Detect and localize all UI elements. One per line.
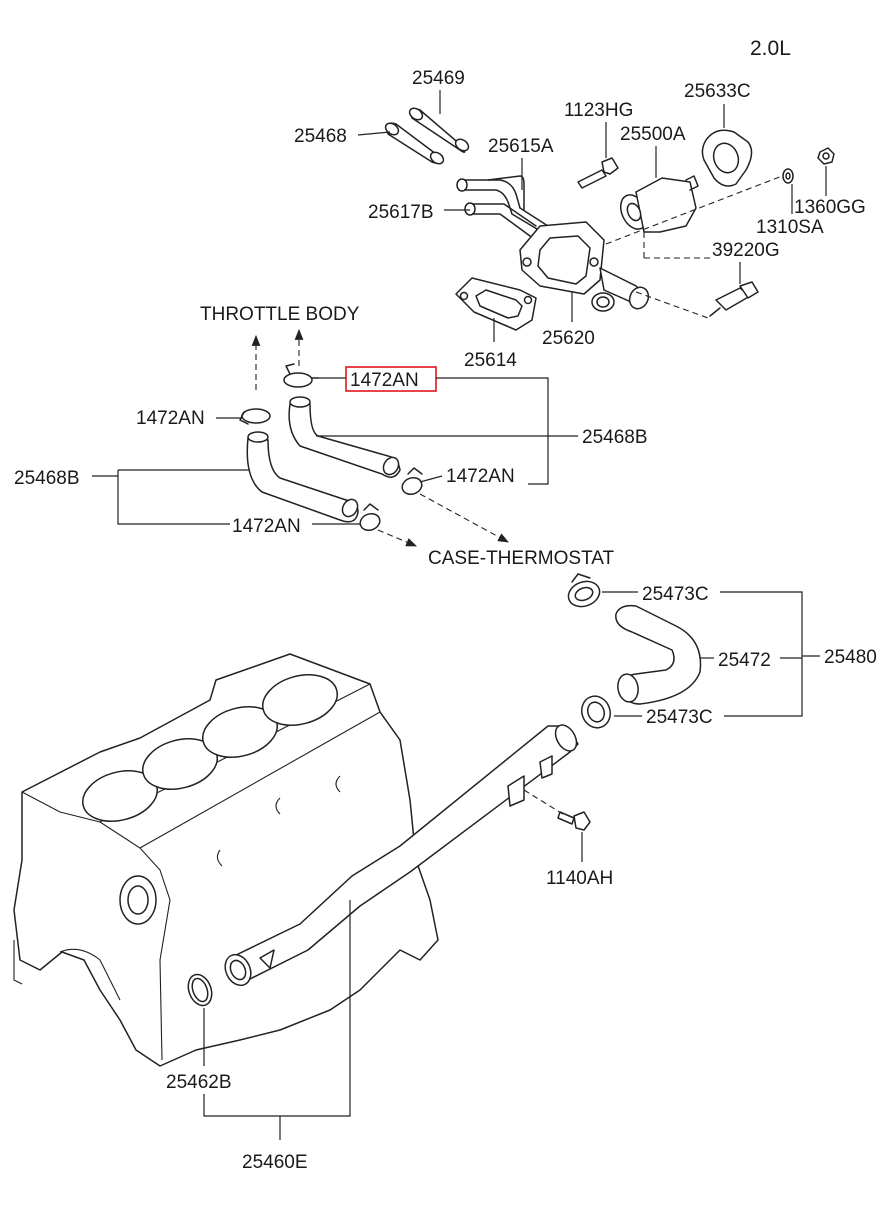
hose-clamp-1472AN-bottom[interactable] (358, 503, 382, 533)
water-pipe-25460E[interactable] (220, 721, 580, 989)
label-1140AH: 1140AH (546, 868, 613, 889)
thermostat-25500A[interactable] (616, 175, 699, 233)
hose-25469[interactable] (407, 106, 470, 153)
label-25468: 25468 (294, 126, 347, 147)
hose-clamp-25473C-bottom[interactable] (577, 692, 614, 732)
label-25468B-right: 25468B (582, 427, 648, 448)
case-thermostat-label: CASE-THERMOSTAT (428, 548, 615, 569)
pipe-assembly-25615A[interactable] (456, 175, 549, 237)
hose-clamp-1472AN-left[interactable] (239, 408, 271, 425)
label-25500A: 25500A (620, 124, 686, 145)
hose-clamp-25473C-top[interactable] (565, 573, 603, 611)
highlight-box (345, 366, 437, 392)
label-39220G: 39220G (712, 240, 780, 261)
label-25633C: 25633C (684, 81, 751, 102)
hose-25472[interactable] (615, 604, 702, 705)
label-25473C-bottom: 25473C (646, 707, 713, 728)
label-25462B: 25462B (166, 1072, 232, 1093)
label-25614: 25614 (464, 350, 517, 371)
bolt-1123HG[interactable] (577, 157, 619, 189)
washer-1310SA[interactable] (782, 168, 794, 184)
label-1472AN-highlighted: 1472AN (350, 370, 419, 391)
label-25473C-top: 25473C (642, 584, 709, 605)
label-25468B-left: 25468B (14, 468, 80, 489)
label-1360GG: 1360GG (794, 197, 866, 218)
label-25480: 25480 (824, 647, 877, 668)
label-25617B: 25617B (368, 202, 434, 223)
hose-clamp-1472AN-upper[interactable] (283, 363, 319, 388)
hose-25468B-lower[interactable] (246, 431, 360, 523)
temperature-sender-39220G[interactable] (709, 281, 759, 317)
label-25460E: 25460E (242, 1152, 308, 1173)
label-25615A: 25615A (488, 136, 554, 157)
hose-25468B-upper[interactable] (288, 396, 401, 478)
engine-block (13, 653, 439, 1067)
water-outlet-fitting-25620[interactable] (519, 221, 652, 312)
engine-label-group: 2.0L (750, 37, 791, 60)
label-1472AN-left: 1472AN (136, 408, 205, 429)
hose-clamp-1472AN-mid[interactable] (400, 467, 424, 497)
engine-displacement-label: 2.0L (750, 37, 791, 60)
label-1310SA: 1310SA (756, 217, 824, 238)
label-25620: 25620 (542, 328, 595, 349)
o-ring-25462B[interactable] (184, 971, 216, 1009)
label-1123HG: 1123HG (564, 100, 633, 121)
label-1472AN-bottom: 1472AN (232, 516, 301, 537)
nut-1360GG[interactable] (817, 147, 835, 165)
label-25472: 25472 (718, 650, 771, 671)
throttle-body-label: THROTTLE BODY (200, 304, 360, 325)
label-1472AN-mid: 1472AN (446, 466, 515, 487)
gasket-25633C[interactable] (701, 129, 753, 187)
gasket-25614[interactable] (455, 277, 537, 331)
label-25469: 25469 (412, 68, 465, 89)
bolt-1140AH[interactable] (557, 811, 591, 831)
